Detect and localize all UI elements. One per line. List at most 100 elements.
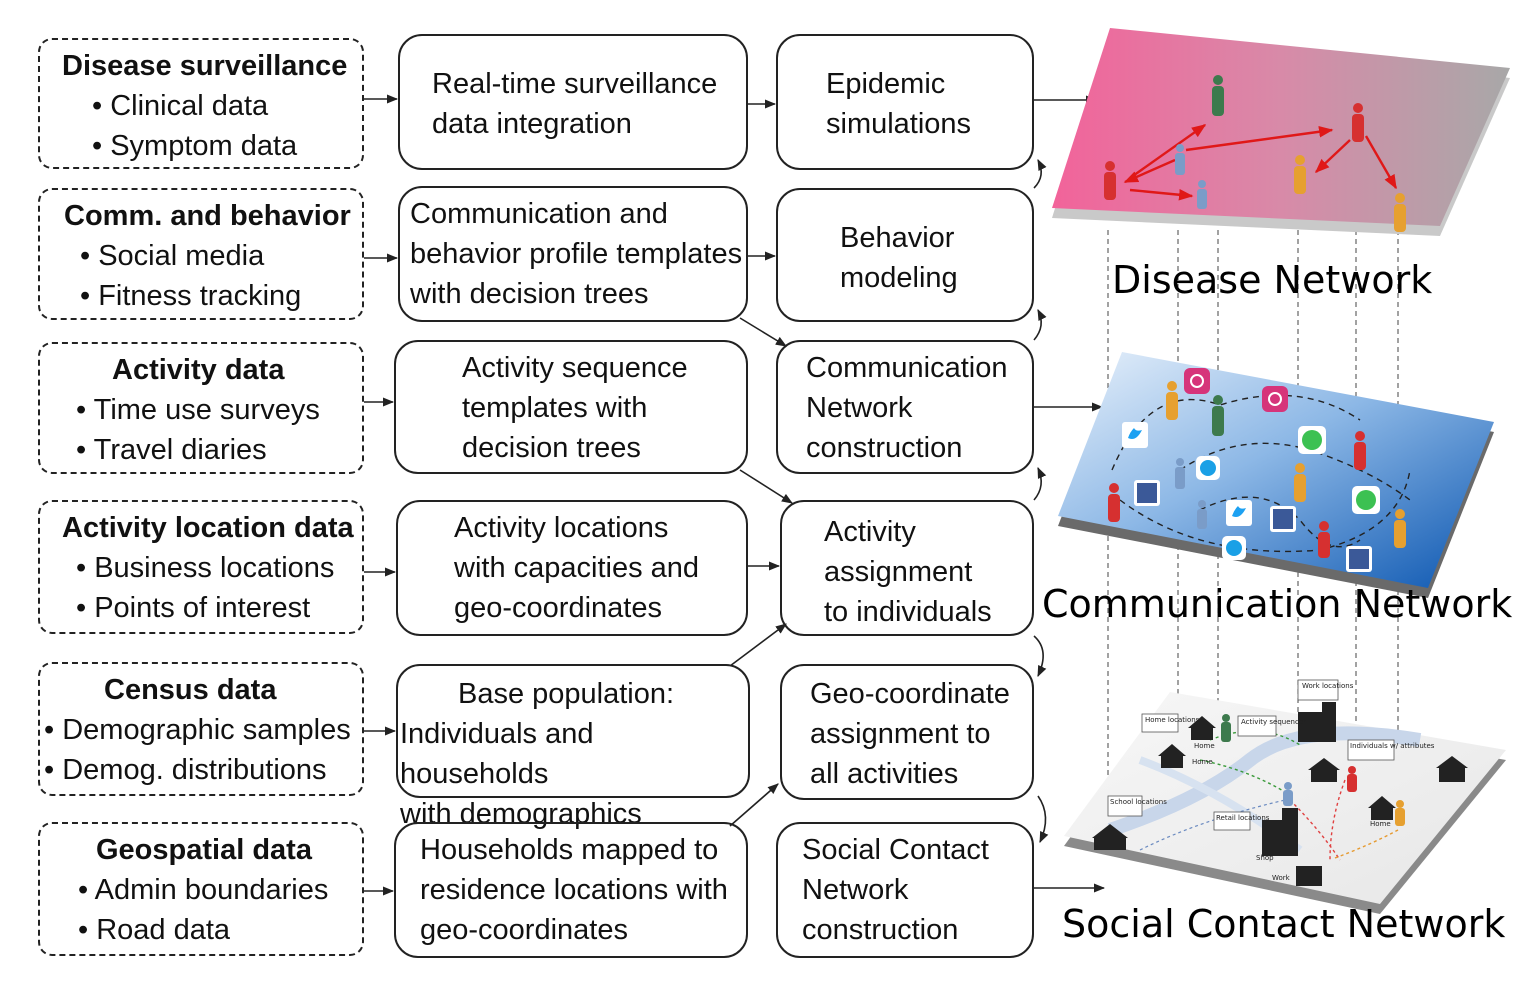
source-item: • Road data (78, 914, 231, 946)
box-line: to individuals (824, 596, 992, 628)
twitter-icon (1122, 422, 1148, 448)
box-line: templates with (462, 392, 648, 424)
box-line: Individuals and households (400, 718, 594, 790)
process-social-contact-network: Social Contact Network construction (776, 822, 1034, 958)
box-line: assignment to (810, 718, 991, 750)
process-activity-locations: Activity locations with capacities and g… (396, 500, 748, 636)
box-line: construction (806, 432, 963, 464)
box-line: Activity locations (454, 512, 669, 544)
box-line: Communication and (410, 198, 668, 230)
box-line: Network (802, 874, 909, 906)
box-line: Epidemic (826, 68, 946, 100)
whatsapp-icon (1298, 426, 1326, 454)
box-line: all activities (810, 758, 959, 790)
box-line: Communication (806, 352, 1008, 384)
box-line: assignment (824, 556, 973, 588)
process-activity-sequence: Activity sequence templates with decisio… (394, 340, 748, 474)
map-label: Individuals w/ attributes (1350, 742, 1435, 750)
source-disease-surveillance: Disease surveillance • Clinical data • S… (38, 38, 364, 169)
person-icon (1104, 75, 1406, 232)
source-item: • Fitness tracking (80, 280, 302, 312)
process-base-population: Base population: Individuals and househo… (396, 664, 750, 830)
box-line: Activity sequence (462, 352, 688, 384)
building-icon (1262, 702, 1336, 886)
box-line: modeling (840, 262, 958, 294)
middle-arrows (729, 99, 793, 827)
box-line: data integration (432, 108, 632, 140)
map-label: Home locations (1145, 716, 1200, 724)
source-item: • Demographic samples (44, 714, 351, 746)
box-line: Base population: (458, 678, 675, 710)
map-label: Home (1370, 820, 1391, 828)
disease-network-layer (1052, 28, 1510, 236)
source-item: • Business locations (76, 552, 335, 584)
source-geospatial-data: Geospatial data • Admin boundaries • Roa… (38, 822, 364, 956)
person-icon (1108, 381, 1406, 558)
box-line: Geo-coordinate (810, 678, 1010, 710)
network-arrows (1034, 95, 1106, 893)
social-contact-network-label: Social Contact Network (1062, 902, 1506, 946)
twitter-icon (1226, 500, 1252, 526)
box-line: residence locations with (420, 874, 728, 906)
box-line: geo-coordinates (454, 592, 662, 624)
source-arrows (364, 94, 399, 896)
map-label: Activity sequences (1241, 718, 1307, 726)
process-geo-assignment: Geo-coordinate assignment to all activit… (780, 664, 1034, 800)
box-line: Real-time surveillance (432, 68, 718, 100)
box-line: Network (806, 392, 913, 424)
box-line: Behavior (840, 222, 955, 254)
source-comm-behavior: Comm. and behavior • Social media • Fitn… (38, 188, 364, 320)
process-epidemic-simulations: Epidemic simulations (776, 34, 1034, 170)
source-title: Disease surveillance (62, 50, 348, 82)
source-census-data: Census data • Demographic samples • Demo… (38, 662, 364, 796)
source-title: Census data (104, 674, 277, 706)
box-line: simulations (826, 108, 972, 140)
process-surveillance-integration: Real-time surveillance data integration (398, 34, 748, 170)
source-item: • Time use surveys (76, 394, 320, 426)
communication-network-layer (1058, 352, 1494, 598)
map-label: Shop (1256, 854, 1274, 862)
source-title: Comm. and behavior (64, 200, 351, 232)
box-line: with capacities and (454, 552, 700, 584)
source-item: • Clinical data (92, 90, 269, 122)
box-line: Social Contact (802, 834, 989, 866)
map-label: Work locations (1302, 682, 1354, 690)
source-item: • Social media (80, 240, 265, 272)
facebook-icon (1270, 506, 1296, 532)
box-line: geo-coordinates (420, 914, 628, 946)
instagram-icon (1184, 368, 1210, 394)
source-item: • Demog. distributions (44, 754, 327, 786)
box-line: behavior profile templates (410, 238, 743, 270)
whatsapp-icon (1352, 486, 1380, 514)
house-icon (1092, 716, 1468, 850)
process-behavior-templates: Communication and behavior profile templ… (398, 186, 748, 322)
map-label: School locations (1110, 798, 1167, 806)
person-icon (1221, 714, 1405, 826)
source-activity-data: Activity data • Time use surveys • Trave… (38, 342, 364, 474)
process-households-mapped: Households mapped to residence locations… (394, 822, 748, 958)
process-communication-network: Communication Network construction (776, 340, 1034, 474)
box-line: Households mapped to (420, 834, 719, 866)
map-label: Home (1194, 742, 1215, 750)
box-line: with decision trees (410, 278, 649, 310)
social-contact-network-layer: Work locations Home locations Activity s… (1064, 679, 1506, 914)
right-curved-arrows (1033, 158, 1049, 844)
source-title: Activity location data (62, 512, 354, 544)
box-line: Activity (824, 516, 916, 548)
facebook-icon (1346, 546, 1372, 572)
source-item: • Symptom data (92, 130, 298, 162)
communication-network-label: Communication Network (1042, 582, 1513, 626)
source-title: Activity data (112, 354, 285, 386)
map-label: Retail locations (1216, 814, 1270, 822)
map-label: Work (1272, 874, 1291, 882)
process-behavior-modeling: Behavior modeling (776, 188, 1034, 322)
skype-icon (1222, 536, 1246, 560)
map-label: Home (1192, 758, 1213, 766)
source-item: • Admin boundaries (78, 874, 329, 906)
source-title: Geospatial data (96, 834, 312, 866)
skype-icon (1196, 456, 1220, 480)
process-activity-assignment: Activity assignment to individuals (780, 500, 1034, 636)
source-item: • Points of interest (76, 592, 311, 624)
facebook-icon (1134, 480, 1160, 506)
